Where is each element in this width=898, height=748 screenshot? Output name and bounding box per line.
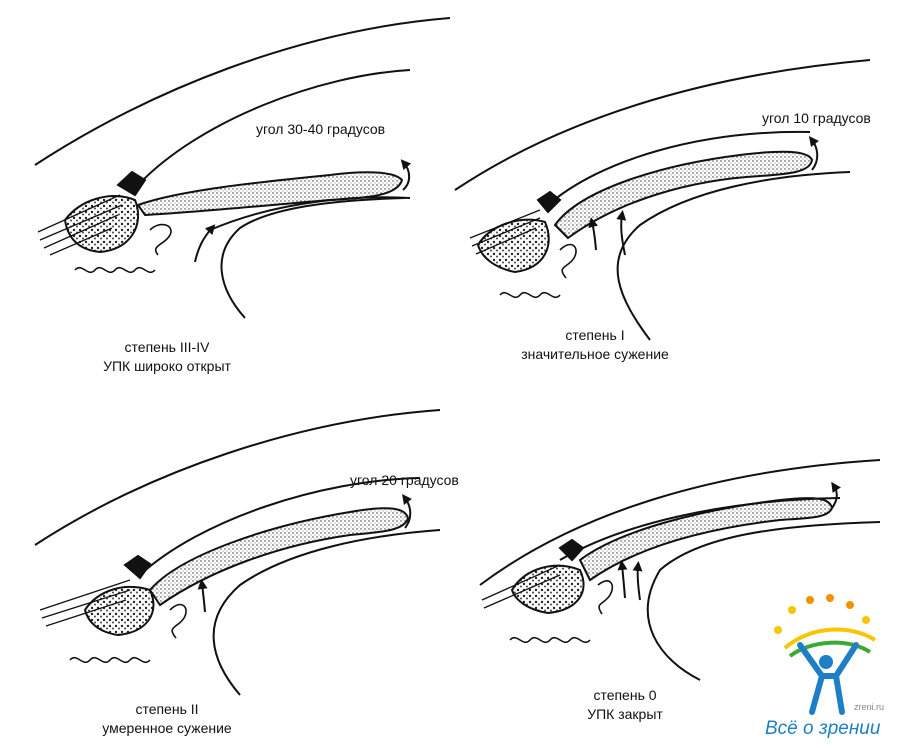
angle-label: угол 20 градусов xyxy=(350,472,459,488)
outer-cornea-line xyxy=(34,409,441,546)
lens-curve xyxy=(616,171,851,341)
lens-curve xyxy=(646,521,881,681)
trabecular-meshwork xyxy=(63,195,140,254)
flow-arrow-2 xyxy=(616,210,627,256)
grade-caption: степень II умеренное сужение xyxy=(92,700,242,738)
panel-grade-0 xyxy=(479,459,881,681)
ciliary-wavy xyxy=(499,291,561,299)
trabecular-meshwork xyxy=(510,564,585,615)
logo-ray xyxy=(846,601,854,609)
scleral-spur xyxy=(558,538,585,562)
ciliary-wavy xyxy=(69,656,151,664)
iris xyxy=(136,171,404,217)
ciliary-wavy xyxy=(509,636,591,644)
ciliary-body-fold xyxy=(597,580,614,615)
flow-arrow-2 xyxy=(632,561,643,601)
logo-ray xyxy=(826,594,834,602)
logo-ray xyxy=(806,596,814,604)
flow-arrow xyxy=(194,224,216,263)
grade-description: значительное сужение xyxy=(521,346,669,362)
flow-arrow xyxy=(588,217,599,251)
ciliary-lines xyxy=(469,209,541,255)
grade-description: умеренное сужение xyxy=(102,720,232,736)
grade-degree: степень III-IV xyxy=(124,339,210,355)
logo-site: zreni.ru xyxy=(854,702,885,712)
ciliary-lines xyxy=(481,564,561,609)
trabecular-meshwork xyxy=(476,218,550,274)
logo-ray xyxy=(862,616,870,624)
panel-grade-3-4 xyxy=(34,17,451,319)
ciliary-lines xyxy=(39,579,131,627)
ciliary-lines xyxy=(37,194,123,256)
logo-arc-green xyxy=(788,640,872,658)
panel-grade-2 xyxy=(34,409,441,696)
lens-curve xyxy=(212,529,441,696)
iris-tip-arrow xyxy=(809,135,819,171)
scleral-spur xyxy=(116,170,147,197)
logo-ray xyxy=(788,606,796,614)
lens-outer xyxy=(209,196,411,231)
grade-description: УПК закрыт xyxy=(587,706,663,722)
logo-arc-yellow xyxy=(783,627,877,650)
ciliary-body-fold xyxy=(559,243,577,279)
angle-label: угол 10 градусов xyxy=(762,110,871,126)
grade-degree: степень 0 xyxy=(593,687,657,703)
iris xyxy=(553,150,814,240)
grade-caption: степень 0 УПК закрыт xyxy=(560,686,690,724)
brand-logo xyxy=(774,594,877,715)
iris xyxy=(578,497,834,582)
logo-ray xyxy=(774,626,782,634)
angle-label: угол 30-40 градусов xyxy=(256,121,386,137)
logo-figure-head xyxy=(819,655,833,669)
scleral-spur xyxy=(536,190,562,214)
lens-curve xyxy=(220,197,406,319)
outer-cornea-line xyxy=(454,59,871,191)
logo-text: Всё о зрении xyxy=(765,718,881,739)
ciliary-wavy xyxy=(74,266,156,274)
trabecular-meshwork xyxy=(83,585,155,637)
grade-caption: степень III-IV УПК широко открыт xyxy=(92,338,242,376)
ciliary-body-fold xyxy=(149,223,172,256)
logo-figure-body xyxy=(797,642,859,715)
iris-tip-arrow xyxy=(400,159,412,191)
flow-arrow xyxy=(617,560,628,599)
grade-caption: степень I значительное сужение xyxy=(510,326,680,364)
grade-degree: степень II xyxy=(135,701,199,717)
grade-degree: степень I xyxy=(565,327,625,343)
outer-cornea-line xyxy=(34,17,451,166)
iris xyxy=(148,507,410,607)
inner-cornea-line xyxy=(139,477,421,576)
grade-description: УПК широко открыт xyxy=(103,358,231,374)
ciliary-body-fold xyxy=(169,603,187,639)
scleral-spur xyxy=(123,554,152,580)
inner-cornea-line xyxy=(137,69,411,186)
flow-arrow xyxy=(197,579,208,613)
iris-tip-arrow xyxy=(831,481,841,509)
inner-cornea-line xyxy=(547,130,811,206)
panel-grade-1 xyxy=(454,59,871,341)
iris-tip-arrow xyxy=(402,493,412,529)
outer-cornea-line xyxy=(479,459,881,586)
